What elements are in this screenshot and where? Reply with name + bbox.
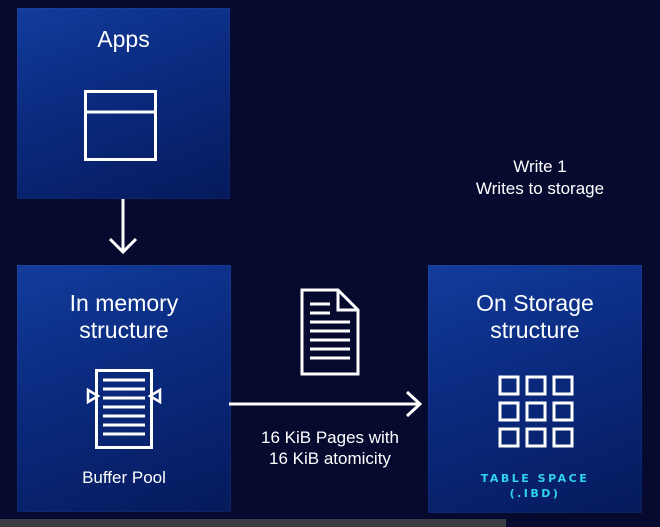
storage-title-line1: On Storage — [476, 290, 594, 316]
write-description-label: Writes to storage — [475, 179, 605, 198]
grid-icon — [498, 375, 574, 448]
page-size-label: 16 KiB Pages with — [261, 428, 399, 447]
window-icon — [84, 90, 157, 161]
buffer-pool-label: Buffer Pool — [82, 468, 166, 487]
buffer-pool-icon — [86, 369, 162, 449]
storage-card — [428, 265, 642, 513]
apps-title: Apps — [97, 26, 150, 52]
storage-title-line2: structure — [490, 317, 580, 343]
table-space-label: TABLE SPACE — [480, 472, 590, 485]
apps-card — [17, 8, 230, 199]
memory-title-line1: In memory — [69, 290, 179, 316]
down-arrow — [108, 199, 138, 255]
write-count-label: Write 1 — [513, 157, 567, 176]
document-icon — [300, 288, 360, 376]
ibd-label: (.IBD) — [509, 487, 561, 500]
right-arrow — [229, 390, 423, 418]
memory-title-line2: structure — [79, 317, 169, 343]
bottom-bar — [0, 519, 506, 527]
atomicity-label: 16 KiB atomicity — [269, 449, 391, 468]
